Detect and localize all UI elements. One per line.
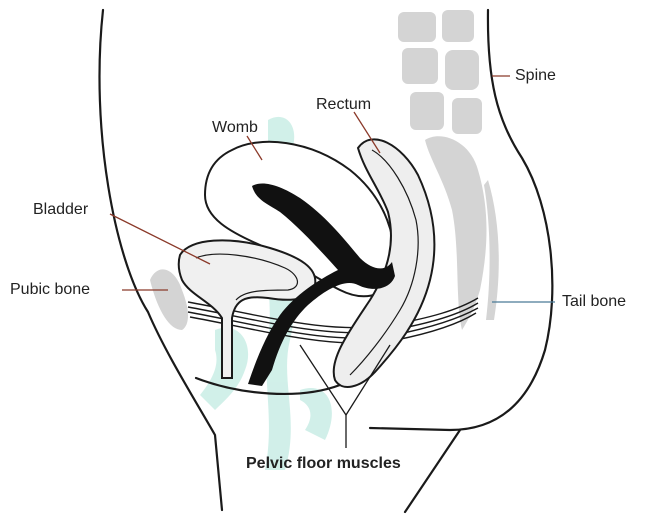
label-bladder: Bladder: [33, 202, 88, 218]
label-rectum: Rectum: [316, 97, 371, 113]
label-pelvic-floor-muscles: Pelvic floor muscles: [246, 456, 401, 472]
label-pubic-bone: Pubic bone: [10, 282, 90, 298]
label-spine: Spine: [515, 68, 556, 84]
label-womb: Womb: [212, 120, 258, 136]
label-tail-bone: Tail bone: [562, 294, 626, 310]
